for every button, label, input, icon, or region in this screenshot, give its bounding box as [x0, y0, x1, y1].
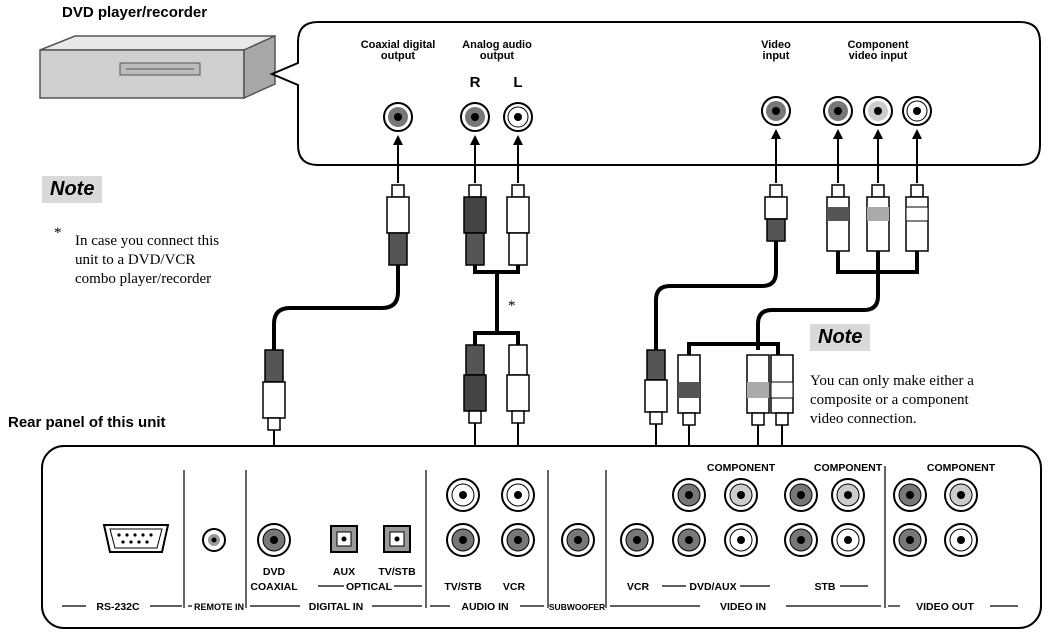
component-stb-pr-jack: [831, 523, 865, 557]
receiver-side-plugs: [262, 344, 794, 431]
coaxial-output-jack: [383, 102, 413, 132]
component-stb-pb-jack: [831, 478, 865, 512]
video-input-jack: [761, 96, 791, 126]
note-text-1: In case you connect this unit to a DVD/V…: [75, 232, 219, 289]
component-jack-2: [863, 96, 893, 126]
dvd-coaxial-jack: [257, 523, 291, 557]
component-plug-upper-3: [905, 184, 929, 252]
stb-label: STB: [815, 581, 836, 593]
dvd-player-icon: [39, 34, 276, 100]
component-plug-lower-1: [677, 354, 701, 426]
coaxial-label: COAXIAL: [250, 581, 298, 593]
component-label-3: COMPONENT: [927, 462, 996, 474]
note2-line-3: video connection.: [810, 411, 917, 427]
note-heading-2: Note: [810, 324, 871, 351]
vcr-video-label: VCR: [627, 581, 650, 593]
group-lines: [62, 585, 1018, 607]
note1-line-3: combo player/recorder: [75, 271, 212, 287]
analog-l-plug-upper: [506, 184, 530, 266]
audio-tv-stb-top-jack: [446, 478, 480, 512]
remote-in-label: REMOTE IN: [194, 602, 244, 612]
component-jack-3: [902, 96, 932, 126]
audio-vcr-top-jack: [501, 478, 535, 512]
video-input-label-1: Video: [761, 39, 791, 51]
panel-jacks: [257, 478, 978, 557]
vcr-audio-label: VCR: [503, 581, 526, 593]
coaxial-digital-label-1: Coaxial digital: [361, 39, 436, 51]
note-heading-1: Note: [42, 176, 103, 203]
device-side-plugs: [386, 184, 929, 266]
analog-l-jack: [503, 102, 533, 132]
note1-line-2: unit to a DVD/VCR: [75, 252, 196, 268]
audio-tv-stb-bottom-jack: [446, 523, 480, 557]
note2-line-1: You can only make either a: [810, 373, 974, 389]
coaxial-digital-label-2: output: [381, 50, 416, 62]
optical-aux-jack: [330, 525, 358, 553]
video-out-jack-1: [893, 478, 927, 512]
video-plug-lower: [644, 349, 668, 425]
dvd-label: DVD: [263, 566, 286, 578]
component-label-1: COMPONENT: [707, 462, 776, 474]
device-jacks: [383, 96, 932, 132]
video-vcr-jack: [620, 523, 654, 557]
channel-r-label: R: [470, 74, 481, 91]
cables: [272, 240, 919, 355]
component-plug-lower-2: [746, 354, 770, 426]
rs232c-port-icon: [102, 524, 170, 553]
video-out-jack-2: [944, 478, 978, 512]
optical-label: OPTICAL: [346, 581, 393, 593]
tv-stb-optical-label: TV/STB: [378, 566, 416, 578]
component-plug-upper-1: [826, 184, 850, 252]
coaxial-plug-lower: [262, 349, 286, 431]
dvd-aux-label: DVD/AUX: [689, 581, 736, 593]
optical-tv-stb-jack: [383, 525, 411, 553]
analog-audio-label-1: Analog audio: [462, 39, 532, 51]
video-out-jack-3: [893, 523, 927, 557]
component-dvd-aux-pb-jack: [724, 478, 758, 512]
subwoofer-jack: [561, 523, 595, 557]
analog-r-plug-lower: [463, 344, 487, 424]
video-stb-jack: [784, 523, 818, 557]
analog-l-plug-lower: [506, 344, 530, 424]
component-input-label-2: video input: [849, 50, 908, 62]
coaxial-plug-upper: [386, 184, 410, 266]
aux-label: AUX: [333, 566, 355, 578]
video-out-label: VIDEO OUT: [916, 601, 974, 613]
component-plug-lower-3: [770, 354, 794, 426]
note-asterisk: *: [54, 225, 62, 241]
rear-panel: [41, 445, 1042, 629]
audio-vcr-bottom-jack: [501, 523, 535, 557]
note2-line-2: composite or a component: [810, 392, 969, 408]
note-text-2: You can only make either a composite or …: [810, 372, 974, 429]
video-in-label: VIDEO IN: [720, 601, 766, 613]
note1-line-1: In case you connect this: [75, 233, 220, 249]
digital-in-label: DIGITAL IN: [309, 601, 363, 613]
video-input-label-2: input: [763, 50, 790, 62]
cable-asterisk: *: [508, 298, 516, 314]
rs232c-label: RS-232C: [96, 601, 140, 613]
component-jack-1: [823, 96, 853, 126]
component-input-label-1: Component: [847, 39, 908, 51]
video-dvd-aux-jack: [672, 523, 706, 557]
tv-stb-audio-label: TV/STB: [444, 581, 482, 593]
subwoofer-label: SUBWOOFER: [549, 602, 605, 612]
component-label-2: COMPONENT: [814, 462, 883, 474]
video-plug-upper: [764, 184, 788, 242]
component-plug-upper-2: [866, 184, 890, 252]
rear-panel-title: Rear panel of this unit: [8, 414, 166, 431]
device-output-panel: [269, 21, 1041, 166]
remote-in-jack: [202, 528, 226, 552]
component-dvd-aux-pr-jack: [724, 523, 758, 557]
component-dvd-aux-y-jack: [672, 478, 706, 512]
analog-r-plug-upper: [463, 184, 487, 266]
component-stb-y-jack: [784, 478, 818, 512]
channel-l-label: L: [513, 74, 522, 91]
analog-r-jack: [460, 102, 490, 132]
video-out-jack-4: [944, 523, 978, 557]
device-title: DVD player/recorder: [62, 4, 208, 21]
audio-in-label: AUDIO IN: [461, 601, 508, 613]
panel-dividers: [183, 466, 886, 608]
analog-audio-label-2: output: [480, 50, 515, 62]
